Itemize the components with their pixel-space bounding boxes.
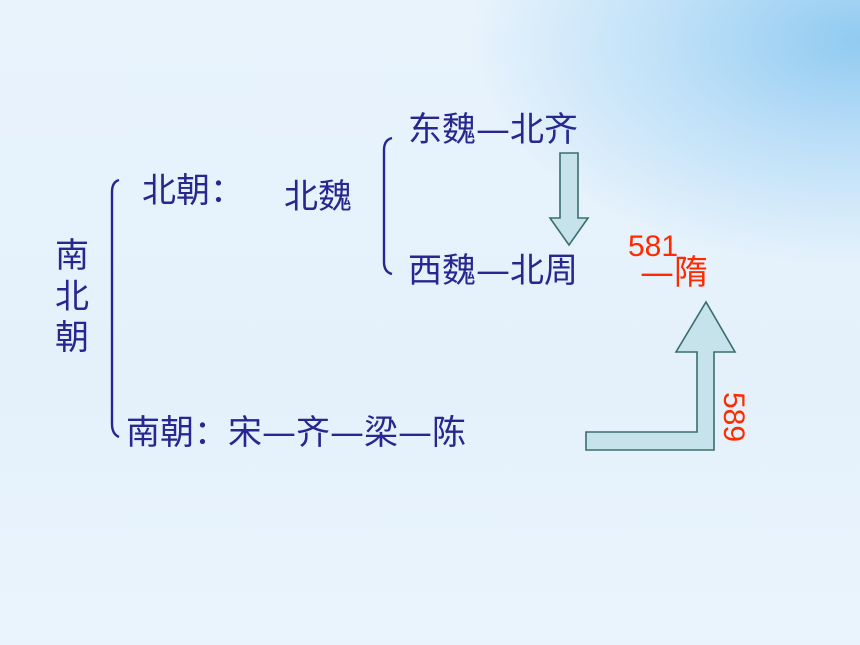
main-label-char: 南 xyxy=(55,236,89,276)
eastern-wei-branch: 东魏—北齐 xyxy=(408,110,578,150)
sui-dynasty-label: —隋 xyxy=(640,253,708,293)
northern-wei-label: 北魏 xyxy=(284,177,352,217)
south-dynasty-line: 南朝：宋—齐—梁—陈 xyxy=(126,413,466,453)
western-wei-branch: 西魏—北周 xyxy=(408,251,578,291)
main-label-char: 朝 xyxy=(55,318,89,358)
brace-main-icon xyxy=(110,178,120,439)
year-589-label: 589 xyxy=(717,392,750,443)
brace-wei-icon xyxy=(382,136,393,276)
main-label-char: 北 xyxy=(55,277,89,317)
nanbeichao-label: 南 北 朝 xyxy=(52,236,92,359)
year-581-label: 581 xyxy=(628,230,679,263)
north-dynasty-label: 北朝： xyxy=(142,171,244,211)
arrow-up-bent-icon xyxy=(585,300,737,451)
arrow-down-icon xyxy=(548,152,590,247)
